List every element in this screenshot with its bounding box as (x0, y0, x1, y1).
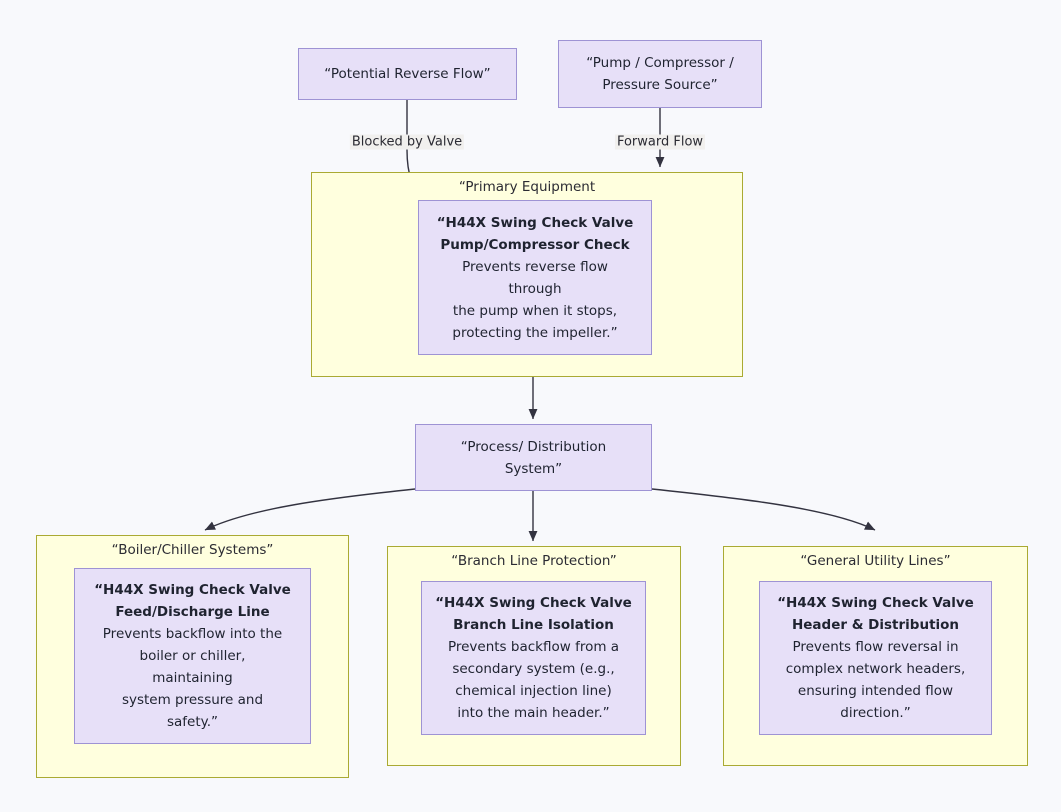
node-process-distribution-line1: “Process/ Distribution (460, 438, 607, 455)
node-branch-check-line2: Branch Line Isolation (453, 617, 614, 633)
node-branch-check-line1: “H44X Swing Check Valve (435, 595, 632, 611)
cluster-branch-line-label: “Branch Line Protection” (451, 553, 617, 569)
node-boiler-check-line5: maintaining (152, 670, 233, 686)
node-pump-check-line1: “H44X Swing Check Valve (436, 214, 634, 231)
node-utility-check-line3: Prevents flow reversal in (792, 639, 959, 655)
node-pump-check-line2: Pump/Compressor Check (440, 236, 630, 253)
cluster-general-utility-label: “General Utility Lines” (800, 553, 951, 569)
node-branch-line-isolation-check[interactable]: “H44X Swing Check Valve Branch Line Isol… (421, 581, 646, 735)
node-branch-check-line5: chemical injection line) (455, 683, 612, 699)
node-boiler-check-line1: “H44X Swing Check Valve (94, 582, 291, 598)
node-potential-reverse-flow-line1: “Potential Reverse Flow” (324, 66, 491, 82)
node-boiler-check-line7: safety.” (166, 714, 218, 730)
node-pump-compressor-check[interactable]: “H44X Swing Check Valve Pump/Compressor … (418, 200, 652, 355)
node-boiler-check-line3: Prevents backflow into the (102, 626, 283, 642)
node-utility-check-line5: ensuring intended flow (797, 683, 954, 699)
edge-label-forward-flow: Forward Flow (614, 134, 706, 150)
node-pump-check-line5: the pump when it stops, (452, 302, 618, 319)
node-boiler-check-line6: system pressure and (121, 692, 264, 708)
node-pump-source-line2: Pressure Source” (602, 77, 718, 93)
node-pump-source-line1: “Pump / Compressor / (586, 55, 734, 71)
node-feed-discharge-line-check[interactable]: “H44X Swing Check Valve Feed/Discharge L… (74, 568, 311, 744)
node-branch-check-line3: Prevents backflow from a (447, 639, 620, 655)
node-pump-check-line4: through (508, 280, 562, 297)
node-branch-check-line6: into the main header.” (457, 705, 610, 721)
node-potential-reverse-flow[interactable]: “Potential Reverse Flow” (298, 48, 517, 100)
edge-label-blocked-by-valve: Blocked by Valve (349, 134, 465, 150)
node-process-distribution-line2: System” (504, 460, 563, 477)
node-utility-check-line2: Header & Distribution (791, 617, 960, 633)
node-boiler-check-line4: boiler or chiller, (139, 648, 246, 664)
node-boiler-check-line2: Feed/Discharge Line (115, 604, 270, 620)
node-pump-compressor-source[interactable]: “Pump / Compressor / Pressure Source” (558, 40, 762, 108)
node-pump-check-line6: protecting the impeller.” (452, 324, 618, 341)
node-header-distribution-check[interactable]: “H44X Swing Check Valve Header & Distrib… (759, 581, 992, 735)
node-process-distribution-system[interactable]: “Process/ Distribution System” (415, 424, 652, 491)
node-pump-check-line3: Prevents reverse flow (462, 258, 608, 275)
node-branch-check-line4: secondary system (e.g., (452, 661, 615, 677)
node-utility-check-line1: “H44X Swing Check Valve (777, 595, 974, 611)
edge-process-to-utility (651, 488, 876, 531)
cluster-primary-equipment-label: “Primary Equipment (458, 179, 596, 195)
edge-process-to-boiler (204, 488, 416, 531)
node-utility-check-line4: complex network headers, (785, 661, 966, 677)
node-utility-check-line6: direction.” (840, 705, 911, 721)
cluster-boiler-chiller-label: “Boiler/Chiller Systems” (111, 542, 274, 558)
